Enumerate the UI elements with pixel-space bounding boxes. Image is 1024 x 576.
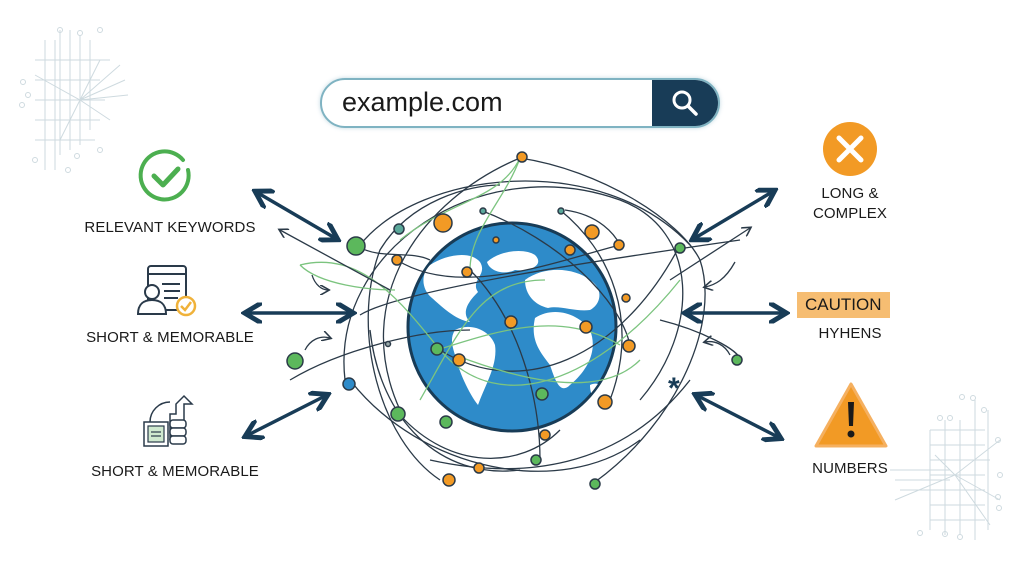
warning-triangle-icon [812,380,890,455]
label-hyphens: HYHENS [818,325,882,342]
label-long-line1: LONG & [821,185,879,202]
server-migration-icon [140,392,200,457]
caution-badge: CAUTION [797,292,890,318]
label-numbers: NUMBERS [812,460,888,477]
label-long-complex: LONG & COMPLEX [790,184,910,224]
search-button[interactable] [652,80,718,126]
user-document-check-icon [134,264,204,325]
label-short-memorable-1: SHORT & MEMORABLE [86,329,254,346]
circuit-decoration-top-left [19,27,129,173]
search-input[interactable]: example.com [342,87,503,117]
label-long-line2: COMPLEX [812,205,888,222]
search-icon [672,90,698,116]
arrow-short-memorable-2 [248,396,325,435]
check-circle-icon [138,148,194,209]
thin-arrows [280,228,750,356]
arrow-long-complex [695,192,772,238]
label-short-memorable-2: SHORT & MEMORABLE [91,463,259,480]
circuit-decoration-bottom-right [890,394,1003,540]
double-arrows [248,192,783,437]
asterisk-icon: * [668,372,680,405]
network-nodes [286,151,743,490]
arrow-keywords [258,193,335,238]
label-relevant-keywords: RELEVANT KEYWORDS [84,219,256,236]
search-bar[interactable]: example.com [320,78,720,128]
x-circle-icon [822,121,878,182]
arrow-numbers [698,396,778,437]
